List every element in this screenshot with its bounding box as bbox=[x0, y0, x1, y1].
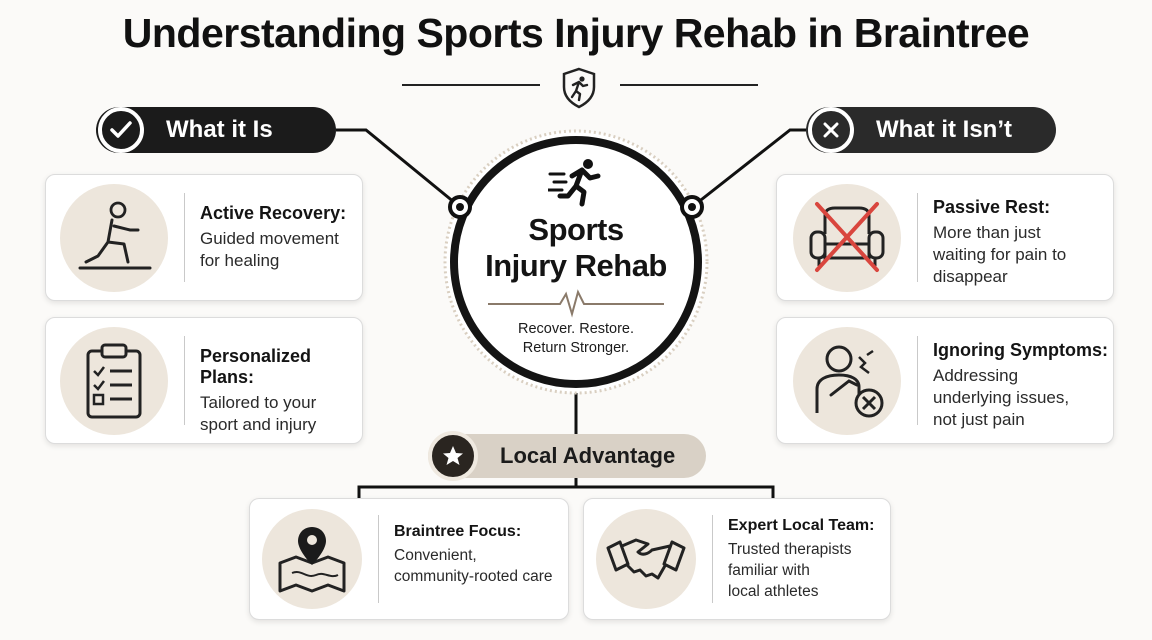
card-desc-line: local athletes bbox=[728, 583, 819, 600]
card-divider bbox=[712, 515, 713, 603]
card-divider bbox=[184, 193, 185, 282]
what-it-isnt-header: What it Isn’t bbox=[806, 107, 1056, 153]
center-tagline-line1: Recover. Restore. bbox=[517, 321, 635, 337]
center-title-line2: Injury Rehab bbox=[485, 248, 667, 283]
card-desc: Trusted therapists familiar with local a… bbox=[728, 539, 888, 602]
card-title: Personalized Plans: bbox=[200, 346, 312, 387]
card-title: Braintree Focus: bbox=[394, 523, 522, 540]
local-advantage-header: Local Advantage bbox=[428, 431, 706, 481]
card-desc-line: Tailored to your bbox=[200, 393, 317, 412]
x-icon bbox=[808, 107, 854, 153]
card-desc-line: Addressing bbox=[933, 366, 1019, 385]
card-divider bbox=[378, 515, 379, 603]
center-title: Sports Injury Rehab bbox=[476, 212, 676, 284]
star-icon bbox=[428, 431, 478, 481]
card-title: Passive Rest: bbox=[933, 197, 1051, 217]
card-desc-line: waiting for pain to bbox=[933, 245, 1067, 264]
card-ignoring-symptoms: Ignoring Symptoms: Addressing underlying… bbox=[776, 317, 1114, 444]
card-passive-rest: Passive Rest: More than just waiting for… bbox=[776, 174, 1114, 301]
card-braintree-focus: Braintree Focus: Convenient, community-r… bbox=[249, 498, 569, 620]
card-desc-line: for healing bbox=[200, 251, 280, 270]
card-desc-line: Trusted therapists bbox=[728, 541, 852, 558]
crossed-armchair-icon bbox=[793, 183, 901, 292]
shoulder-pain-icon bbox=[793, 326, 901, 435]
map-pin-icon bbox=[262, 509, 362, 609]
card-title: Ignoring Symptoms: bbox=[933, 340, 1108, 360]
card-desc-line: underlying issues, bbox=[933, 388, 1070, 407]
page-title: Understanding Sports Injury Rehab in Bra… bbox=[122, 10, 1030, 56]
card-active-recovery: Active Recovery: Guided movement for hea… bbox=[45, 174, 363, 301]
center-title-line1: Sports bbox=[528, 212, 624, 247]
card-expert-local-team: Expert Local Team: Trusted therapists fa… bbox=[583, 498, 891, 620]
card-desc-line: Convenient, bbox=[394, 547, 477, 564]
card-desc: Convenient, community-rooted care bbox=[394, 545, 564, 587]
center-tagline-line2: Return Stronger. bbox=[522, 340, 630, 356]
center-tagline: Recover. Restore. Return Stronger. bbox=[476, 320, 676, 358]
check-icon bbox=[98, 107, 144, 153]
what-it-isnt-label: What it Isn’t bbox=[876, 116, 1012, 143]
card-desc-line: sport and injury bbox=[200, 415, 317, 434]
local-advantage-label: Local Advantage bbox=[500, 443, 676, 468]
clipboard-checklist-icon bbox=[60, 326, 168, 435]
card-desc-line: Guided movement bbox=[200, 229, 339, 248]
card-desc-line: disappear bbox=[933, 267, 1008, 286]
card-title: Active Recovery: bbox=[200, 203, 347, 223]
card-desc-line: not just pain bbox=[933, 410, 1025, 429]
card-divider bbox=[184, 336, 185, 425]
card-desc-line: familiar with bbox=[728, 562, 810, 579]
card-divider bbox=[917, 193, 918, 282]
card-desc-line: More than just bbox=[933, 223, 1041, 242]
card-personalized-plans: Personalized Plans: Tailored to your spo… bbox=[45, 317, 363, 444]
running-person-icon bbox=[548, 159, 601, 207]
what-it-is-header: What it Is bbox=[96, 107, 336, 153]
handshake-icon bbox=[596, 509, 696, 609]
card-desc: Guided movement for healing bbox=[200, 228, 362, 272]
card-title: Expert Local Team: bbox=[728, 517, 875, 534]
card-divider bbox=[917, 336, 918, 425]
card-desc: More than just waiting for pain to disap… bbox=[933, 222, 1109, 288]
what-it-is-label: What it Is bbox=[166, 116, 273, 143]
lunge-exercise-icon bbox=[60, 183, 168, 292]
card-desc: Tailored to your sport and injury bbox=[200, 392, 362, 436]
card-desc-line: community-rooted care bbox=[394, 568, 553, 585]
card-desc: Addressing underlying issues, not just p… bbox=[933, 365, 1109, 431]
shield-runner-icon bbox=[562, 67, 596, 109]
